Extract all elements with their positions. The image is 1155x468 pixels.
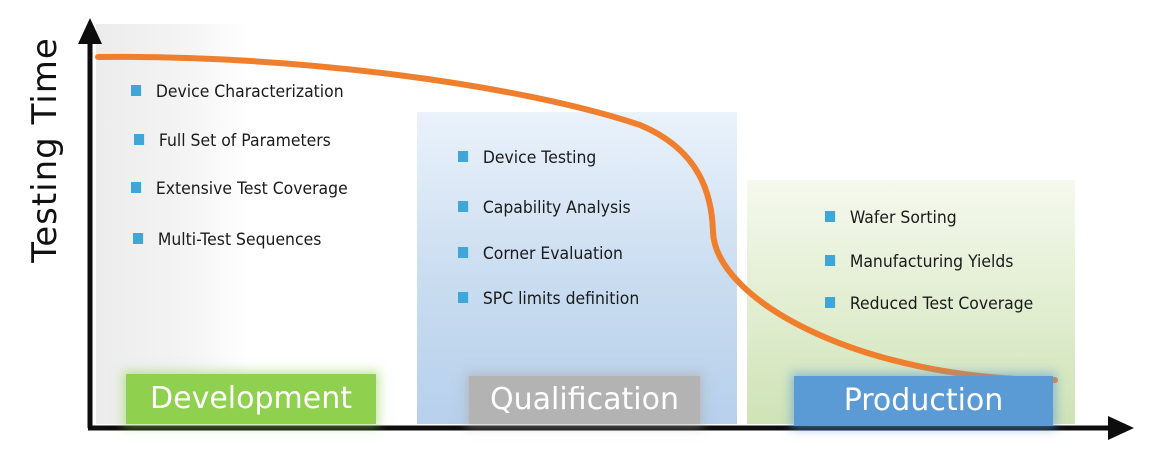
bullet-icon (458, 246, 469, 258)
list-item: Device Characterization (131, 82, 344, 102)
y-axis-arrowhead (78, 18, 102, 44)
list-item: Extensive Test Coverage (131, 179, 348, 199)
qualification-phase-label: Qualification (469, 376, 700, 424)
bullet-icon (458, 200, 469, 212)
list-item: Multi-Test Sequences (133, 230, 321, 250)
development-phase-label: Development (126, 374, 376, 424)
list-item: Corner Evaluation (458, 244, 623, 264)
list-item: SPC limits definition (458, 289, 639, 309)
production-phase-label: Production (794, 376, 1053, 426)
development-panel (96, 24, 248, 424)
bullet-icon (134, 133, 145, 145)
list-item: Wafer Sorting (825, 208, 957, 228)
bullet-icon (131, 84, 142, 96)
list-item: Manufacturing Yields (825, 252, 1013, 272)
list-item: Reduced Test Coverage (825, 294, 1033, 314)
bullet-icon (131, 181, 142, 193)
y-axis-label: Testing Time (25, 37, 65, 263)
x-axis-arrowhead (1108, 416, 1134, 440)
list-item: Device Testing (458, 148, 596, 168)
bullet-icon (133, 232, 144, 244)
list-item: Full Set of Parameters (134, 131, 331, 151)
list-item: Capability Analysis (458, 198, 631, 218)
bullet-icon (458, 150, 469, 162)
bullet-icon (458, 291, 469, 303)
qualification-panel (417, 112, 737, 424)
bullet-icon (825, 296, 836, 308)
bullet-icon (825, 210, 836, 222)
testing-time-curve (95, 53, 1058, 383)
bullet-icon (825, 254, 836, 266)
